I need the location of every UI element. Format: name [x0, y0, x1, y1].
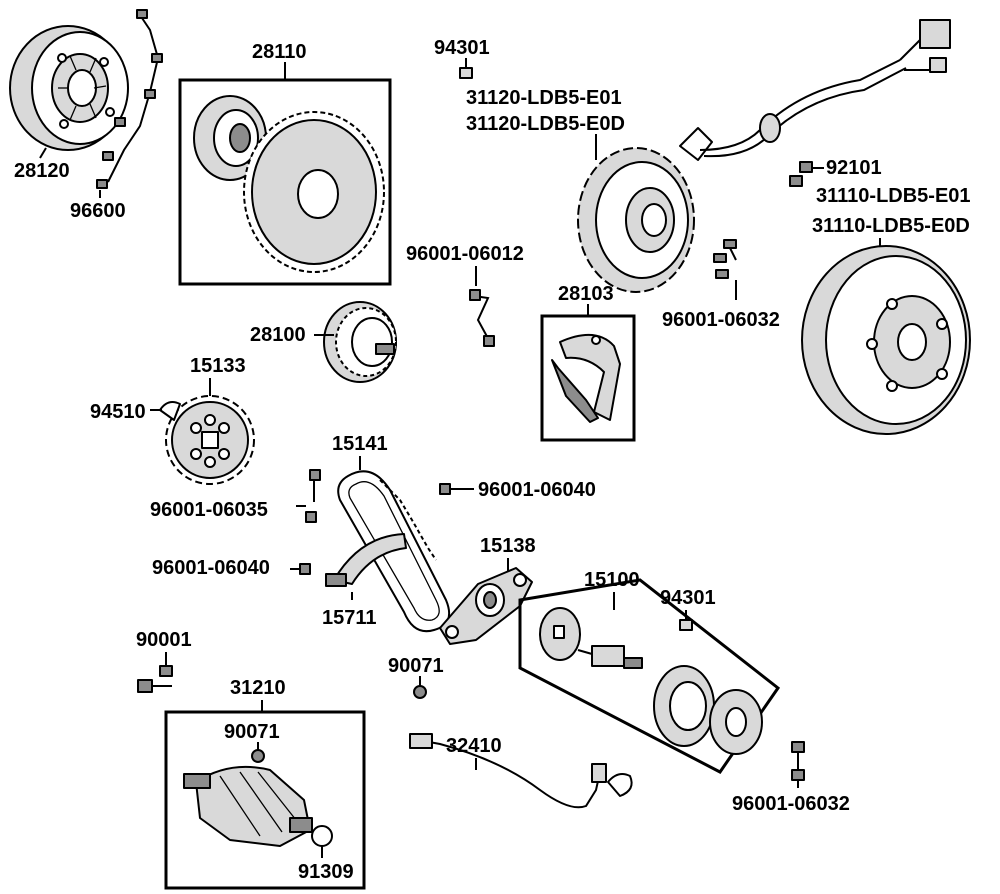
label-96600: 96600	[70, 200, 126, 222]
label-31110-e0d: 31110-LDB5-E0D	[812, 215, 970, 237]
label-28100: 28100	[250, 324, 306, 346]
starter-motor-part	[183, 765, 333, 847]
label-96001-06032-lower: 96001-06032	[732, 793, 850, 815]
oil-pump-part	[539, 607, 763, 755]
starter-clutch-part	[9, 25, 129, 151]
stator-wiring-harness	[699, 19, 951, 158]
bolt-92101-a	[799, 161, 813, 173]
label-28110: 28110	[252, 41, 307, 63]
washer-90071-box	[251, 749, 265, 763]
label-28120: 28120	[14, 160, 70, 182]
label-96001-06032-upper: 96001-06032	[662, 309, 780, 331]
bolts-96001-06032-upper	[713, 239, 737, 300]
chain-guide-15711-part	[325, 533, 407, 587]
dowel-pin-top	[459, 67, 473, 79]
bolts-96001-06035	[296, 469, 321, 523]
label-94301-top: 94301	[434, 37, 490, 59]
label-15133: 15133	[190, 355, 246, 377]
label-31110-e01: 31110-LDB5-E01	[816, 185, 971, 207]
bolt-96001-06040-upper	[439, 483, 451, 495]
label-31120-e0d: 31120-LDB5-E0D	[466, 113, 625, 135]
label-96001-06040-lower: 96001-06040	[152, 557, 270, 579]
label-28103: 28103	[558, 283, 614, 305]
bolt-90001	[137, 665, 173, 693]
stator-part	[577, 127, 713, 293]
label-32410: 32410	[446, 735, 502, 757]
label-31120-e01: 31120-LDB5-E01	[466, 87, 622, 109]
label-90071-box: 90071	[224, 721, 280, 743]
label-91309: 91309	[298, 861, 354, 883]
label-94510: 94510	[90, 401, 146, 423]
label-96001-06040-upper: 96001-06040	[478, 479, 596, 501]
label-15138: 15138	[480, 535, 536, 557]
bolt-96001-06012	[469, 289, 495, 347]
label-94301-lower: 94301	[660, 587, 716, 609]
label-15141: 15141	[332, 433, 388, 455]
box-31210	[164, 710, 366, 890]
dowel-pin-lower	[679, 619, 693, 631]
chain-guide-part	[551, 334, 621, 423]
flywheel-part	[801, 245, 971, 435]
label-92101: 92101	[826, 157, 882, 179]
starter-cable-part	[409, 733, 633, 809]
bolt-96001-06040-lower	[299, 563, 311, 575]
driven-gear-part	[193, 95, 385, 273]
bolts-96600	[96, 9, 163, 189]
bolts-96001-06032-lower	[791, 741, 805, 788]
bolt-92101-b	[789, 175, 803, 187]
label-15100: 15100	[584, 569, 640, 591]
label-96001-06035: 96001-06035	[150, 499, 268, 521]
label-90071-center: 90071	[388, 655, 444, 677]
label-90001: 90001	[136, 629, 192, 651]
tensioner-arm-part	[439, 567, 533, 645]
label-96001-06012: 96001-06012	[406, 243, 524, 265]
idle-gear-part	[323, 301, 397, 383]
label-31210: 31210	[230, 677, 286, 699]
label-15711: 15711	[322, 607, 377, 629]
washer-90071-center	[413, 685, 427, 699]
sprocket-part	[159, 395, 255, 485]
